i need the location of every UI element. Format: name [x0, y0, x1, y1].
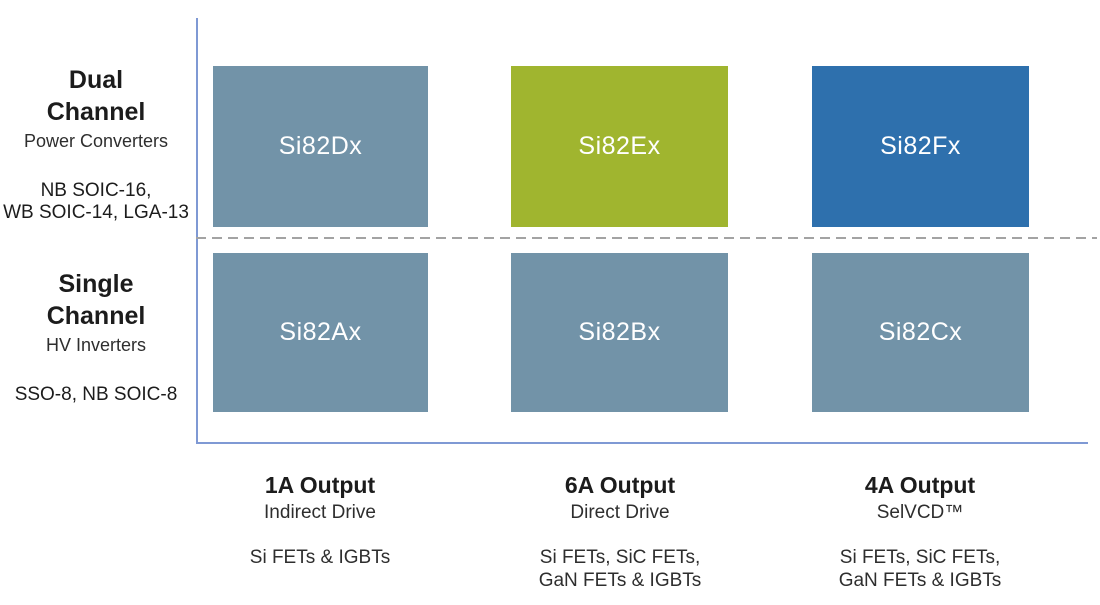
row-divider-dashed-line: [196, 237, 1097, 239]
row-packages: SSO-8, NB SOIC-8: [14, 384, 178, 405]
column-output-title: 4A Output: [864, 472, 976, 498]
product-label: Si82Dx: [278, 132, 363, 160]
product-label: Si82Ex: [578, 132, 661, 160]
column-drive-type: Indirect Drive: [264, 502, 376, 523]
column-device-types: Si FETs, SiC FETs, GaN FETs & IGBTs: [838, 547, 1002, 591]
product-cell-dual-1a: Si82Dx: [213, 66, 428, 227]
column-label-1a-output: 1A Output Indirect Drive Si FETs & IGBTs: [180, 470, 460, 569]
row-subtitle: HV Inverters: [45, 335, 147, 355]
column-device-types: Si FETs, SiC FETs, GaN FETs & IGBTs: [538, 547, 702, 591]
product-label: Si82Ax: [279, 318, 362, 346]
y-axis-line: [196, 18, 198, 444]
row-label-dual-channel: Dual Channel Power Converters NB SOIC-16…: [0, 64, 192, 224]
column-label-6a-output: 6A Output Direct Drive Si FETs, SiC FETs…: [480, 470, 760, 592]
product-cell-single-4a: Si82Cx: [812, 253, 1029, 412]
product-cell-single-6a: Si82Bx: [511, 253, 728, 412]
column-label-4a-output: 4A Output SelVCD™ Si FETs, SiC FETs, GaN…: [780, 470, 1060, 592]
column-drive-type: Direct Drive: [570, 502, 670, 523]
product-cell-dual-4a: Si82Fx: [812, 66, 1029, 227]
product-label: Si82Fx: [880, 132, 961, 160]
column-drive-type: SelVCD™: [876, 502, 964, 523]
column-output-title: 6A Output: [564, 472, 676, 498]
row-title: Dual Channel: [46, 66, 146, 126]
product-cell-dual-6a: Si82Ex: [511, 66, 728, 227]
row-label-single-channel: Single Channel HV Inverters SSO-8, NB SO…: [0, 268, 192, 406]
product-cell-single-1a: Si82Ax: [213, 253, 428, 412]
row-packages: NB SOIC-16, WB SOIC-14, LGA-13: [3, 180, 189, 223]
column-device-types: Si FETs & IGBTs: [249, 547, 391, 568]
row-subtitle: Power Converters: [23, 131, 169, 151]
column-output-title: 1A Output: [264, 472, 376, 498]
row-title: Single Channel: [46, 270, 146, 330]
product-label: Si82Bx: [578, 318, 661, 346]
product-label: Si82Cx: [878, 318, 963, 346]
x-axis-line: [196, 442, 1088, 444]
